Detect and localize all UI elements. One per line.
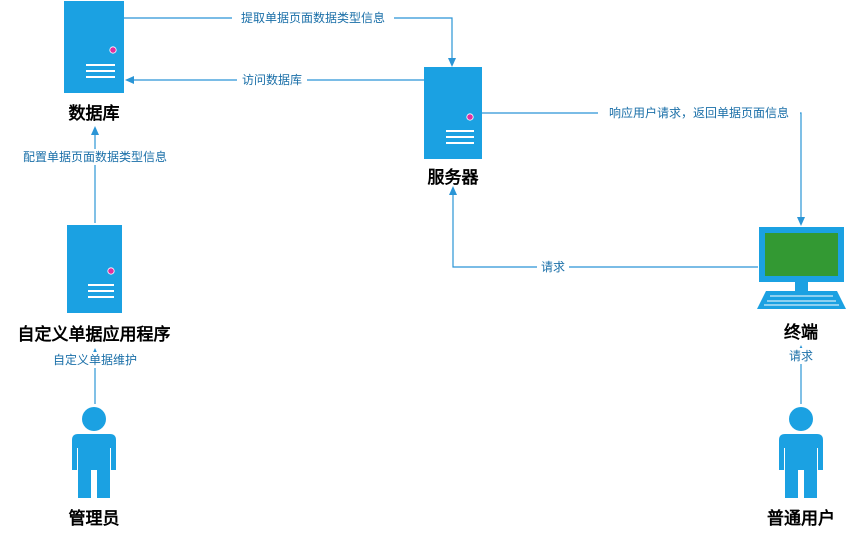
- arrow-head: [91, 126, 99, 135]
- node-database: 数据库: [64, 1, 124, 124]
- server-icon: [64, 1, 124, 93]
- node-label-terminal: 终端: [784, 322, 818, 343]
- person-icon: [72, 407, 116, 498]
- edge-label-app-to-db: 配置单据页面数据类型信息: [12, 149, 178, 165]
- edge-terminal-to-server: [449, 186, 758, 268]
- edge-label-server-to-db: 访问数据库: [237, 72, 307, 88]
- node-admin: 管理员: [69, 407, 120, 529]
- arrow-head: [797, 217, 805, 226]
- node-label-user: 普通用户: [767, 508, 835, 529]
- edge-label-server-to-terminal: 响应用户请求，返回单据页面信息: [598, 105, 800, 121]
- node-label-custom-app: 自定义单据应用程序: [18, 324, 171, 345]
- node-terminal: 终端: [757, 227, 846, 343]
- svg-text:访问数据库: 访问数据库: [242, 72, 302, 87]
- svg-text:配置单据页面数据类型信息: 配置单据页面数据类型信息: [23, 149, 167, 164]
- edge-label-user-to-terminal: 请求: [785, 348, 817, 364]
- node-user: 普通用户: [767, 407, 835, 529]
- svg-text:请求: 请求: [789, 349, 813, 363]
- server-icon: [424, 67, 482, 159]
- edge-server-to-terminal: [482, 112, 805, 226]
- node-custom-app: 自定义单据应用程序: [18, 225, 171, 345]
- svg-text:请求: 请求: [541, 260, 565, 274]
- edge-label-admin-to-app: 自定义单据维护: [45, 352, 145, 368]
- node-label-server: 服务器: [428, 167, 480, 188]
- svg-text:提取单据页面数据类型信息: 提取单据页面数据类型信息: [241, 10, 385, 25]
- edge-label-db-to-server: 提取单据页面数据类型信息: [232, 10, 394, 26]
- svg-text:响应用户请求，返回单据页面信息: 响应用户请求，返回单据页面信息: [609, 105, 789, 120]
- arrow-head: [125, 76, 134, 84]
- node-label-database: 数据库: [69, 103, 120, 124]
- edge-label-terminal-to-server: 请求: [537, 259, 569, 275]
- person-icon: [779, 407, 823, 498]
- svg-text:自定义单据维护: 自定义单据维护: [53, 352, 137, 367]
- edge-app-to-db: [91, 126, 99, 223]
- server-icon: [67, 225, 122, 313]
- computer-monitor-icon: [757, 227, 846, 309]
- arrow-head: [449, 186, 457, 195]
- arrow-head: [448, 58, 456, 67]
- node-server: 服务器: [424, 67, 482, 188]
- node-label-admin: 管理员: [69, 508, 120, 529]
